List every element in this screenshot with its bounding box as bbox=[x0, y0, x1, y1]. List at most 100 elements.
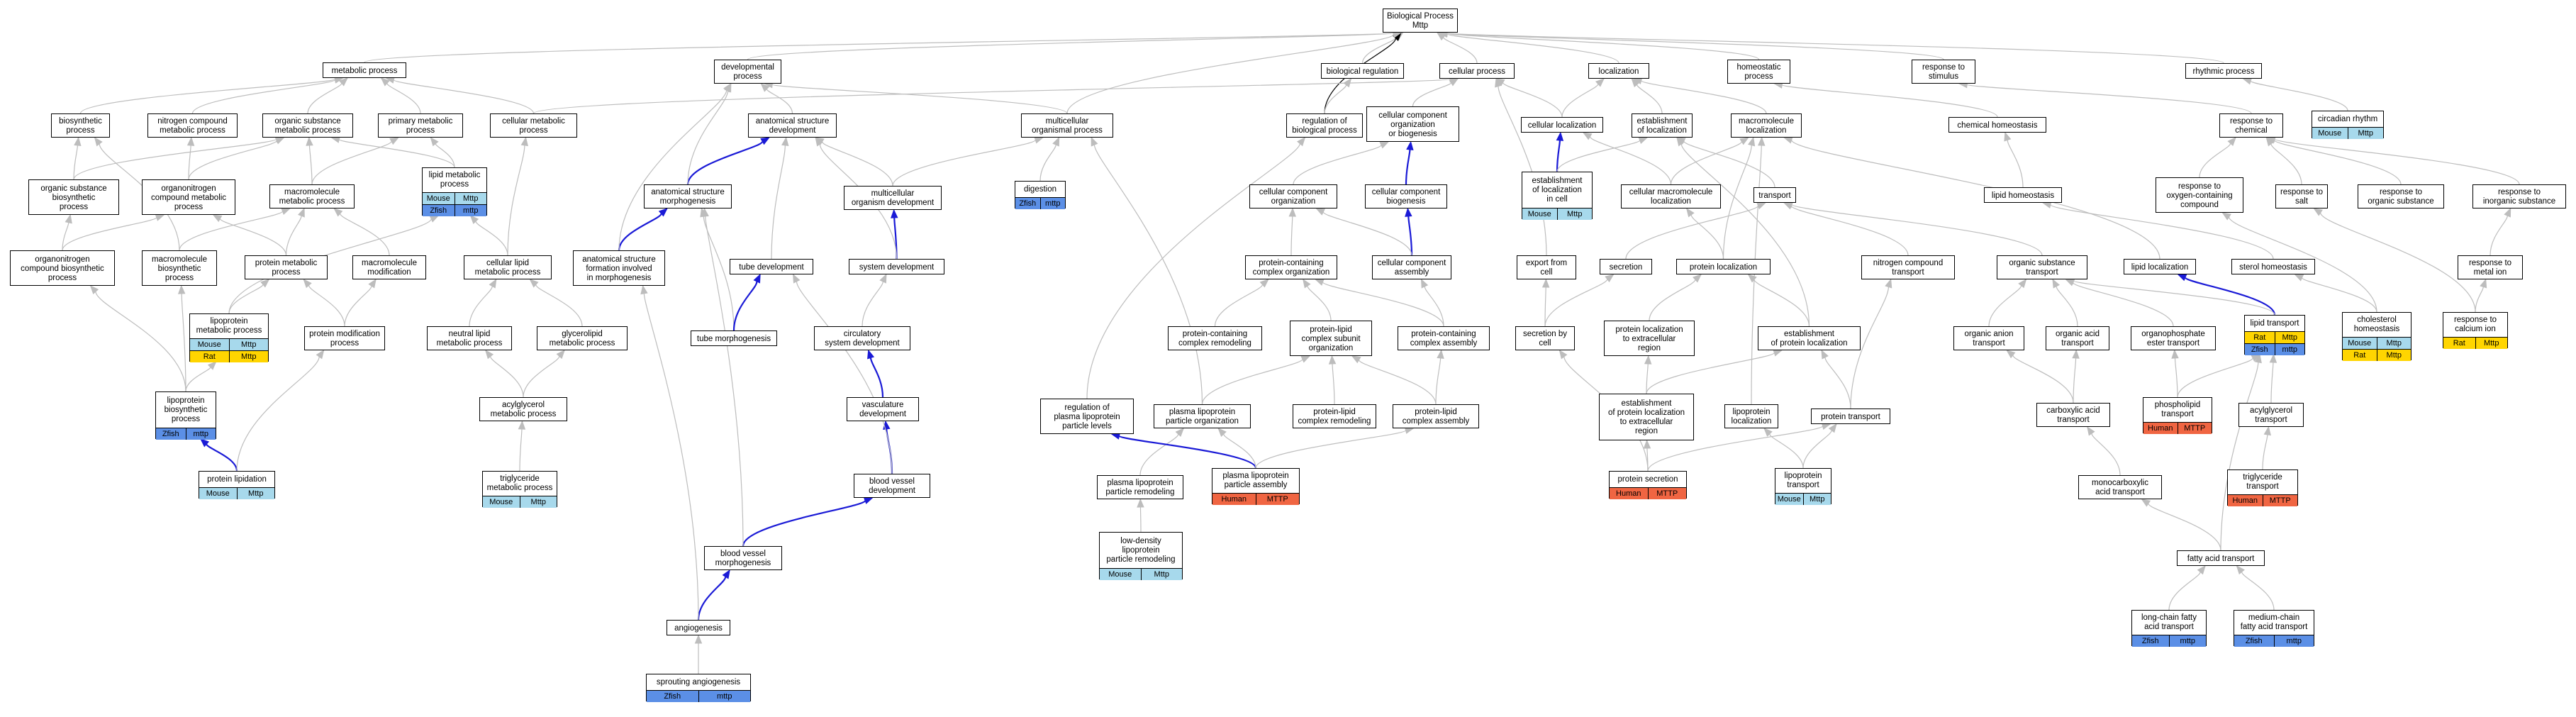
gene-cell: mttp bbox=[2273, 635, 2314, 647]
go-term-label: cellular metabolic process bbox=[502, 117, 565, 135]
go-term-label: cellular process bbox=[1449, 67, 1505, 76]
is-a-edge bbox=[2475, 287, 2484, 313]
edge-arrowhead bbox=[1405, 207, 1412, 217]
is-a-edge bbox=[62, 222, 69, 251]
is-a-edge bbox=[1649, 279, 1696, 321]
is-a-edge bbox=[507, 145, 525, 256]
go-term-ldl: low-density lipoprotein particle remodel… bbox=[1099, 532, 1183, 580]
go-term-metabolic: metabolic process bbox=[323, 62, 406, 78]
go-term-label: protein-lipid complex subunit organizati… bbox=[1301, 325, 1361, 352]
is-a-edge bbox=[732, 281, 758, 331]
edge-arrowhead bbox=[2087, 426, 2095, 436]
edge-arrowhead bbox=[2052, 278, 2061, 289]
go-term-chemhomeo: chemical homeostasis bbox=[1948, 117, 2046, 133]
edge-arrowhead bbox=[1559, 349, 1568, 360]
species-cell: Mouse bbox=[2343, 338, 2377, 349]
go-term-label: acylglycerol metabolic process bbox=[490, 401, 557, 418]
is-a-edge bbox=[2184, 277, 2276, 316]
go-term-pplpr: plasma lipoprotein particle remodeling bbox=[1097, 475, 1183, 499]
edge-arrowhead bbox=[1437, 349, 1444, 359]
go-term-secbycell: secretion by cell bbox=[1515, 326, 1575, 350]
go-term-glycero: glycerolipid metabolic process bbox=[537, 326, 628, 350]
is-a-edge bbox=[2220, 362, 2259, 551]
is-a-edge bbox=[703, 216, 735, 331]
edge-arrowhead bbox=[74, 136, 82, 147]
go-term-label: lipid homeostasis bbox=[1991, 191, 2055, 200]
go-term-ccb: cellular component biogenesis bbox=[1365, 184, 1447, 209]
gene-cell: Mttp bbox=[1802, 494, 1831, 505]
edge-arrowhead bbox=[1175, 428, 1185, 437]
go-term-bioreg: biological regulation bbox=[1321, 63, 1404, 79]
go-term-protloc: protein localization bbox=[1676, 259, 1771, 274]
is-a-edge bbox=[1201, 358, 1303, 405]
edge-arrowhead bbox=[1297, 136, 1306, 147]
go-term-protmetab: protein metabolic process bbox=[245, 255, 328, 279]
is-a-edge bbox=[1405, 149, 1411, 185]
go-term-label: angiogenesis bbox=[674, 623, 723, 633]
go-term-label: triglyceride transport bbox=[2243, 473, 2282, 491]
go-term-label: plasma lipoprotein particle organization bbox=[1166, 408, 1239, 426]
is-a-edge bbox=[2274, 138, 2520, 185]
go-term-label: glycerolipid metabolic process bbox=[549, 330, 615, 348]
go-term-ost: organic substance transport bbox=[1997, 255, 2087, 279]
go-term-acylgly: acylglycerol metabolic process bbox=[479, 397, 567, 421]
go-term-label: developmental process bbox=[721, 63, 774, 81]
is-a-edge bbox=[1988, 285, 2022, 327]
is-a-edge bbox=[95, 291, 186, 392]
go-term-biosynthetic: biosynthetic process bbox=[51, 113, 110, 138]
go-term-label: plasma lipoprotein particle assembly bbox=[1222, 472, 1289, 489]
gene-cell: MTTP bbox=[2177, 423, 2212, 434]
species-cell: Zfish bbox=[2132, 635, 2169, 647]
is-a-edge bbox=[490, 356, 524, 398]
edge-arrowhead bbox=[2313, 208, 2323, 216]
go-term-label: cellular component assembly bbox=[1377, 259, 1446, 277]
go-term-label: sprouting angiogenesis bbox=[656, 677, 741, 687]
go-term-label: organonitrogen compound biosynthetic pro… bbox=[21, 255, 104, 282]
go-term-circsys: circulatory system development bbox=[814, 326, 910, 350]
go-term-tubemorph: tube morphogenesis bbox=[691, 330, 777, 346]
go-term-label: protein-containing complex remodeling bbox=[1178, 330, 1251, 348]
edge-arrowhead bbox=[2141, 499, 2151, 507]
is-a-edge bbox=[1850, 287, 1890, 409]
go-term-label: vasculature development bbox=[859, 401, 906, 418]
is-a-edge bbox=[1966, 84, 2252, 114]
is-a-edge bbox=[2056, 286, 2078, 327]
go-term-label: protein metabolic process bbox=[255, 259, 318, 277]
edge-arrowhead bbox=[1763, 428, 1773, 437]
edge-arrowhead bbox=[2236, 565, 2245, 575]
is-a-edge bbox=[1589, 136, 1672, 185]
is-a-edge bbox=[1443, 37, 1478, 64]
edge-arrowhead bbox=[207, 361, 217, 370]
edge-arrowhead bbox=[2480, 278, 2487, 289]
go-term-label: blood vessel morphogenesis bbox=[715, 550, 771, 567]
edge-arrowhead bbox=[333, 208, 343, 217]
go-term-regbp: regulation of biological process bbox=[1286, 113, 1363, 138]
is-a-edge bbox=[2302, 277, 2377, 313]
edge-arrowhead bbox=[89, 285, 99, 295]
edge-arrowhead bbox=[177, 284, 186, 294]
go-term-label: sterol homeostasis bbox=[2239, 262, 2307, 272]
is-a-edge bbox=[2148, 503, 2221, 551]
edge-arrowhead bbox=[701, 207, 709, 218]
is-a-edge bbox=[308, 145, 313, 185]
edge-arrowhead bbox=[2254, 353, 2262, 364]
go-term-label: response to oxygen-containing compound bbox=[2166, 182, 2233, 209]
go-term-label: circulatory system development bbox=[825, 330, 900, 348]
is-a-edge bbox=[1790, 205, 1909, 256]
species-cell: Mouse bbox=[1100, 569, 1141, 580]
go-term-label: establishment of protein localization to… bbox=[1607, 399, 1685, 435]
go-term-label: protein localization to extracellular re… bbox=[1615, 325, 1683, 352]
species-cell: Zfish bbox=[2234, 635, 2274, 647]
is-a-edge bbox=[618, 90, 727, 251]
is-a-edge bbox=[1751, 145, 1762, 405]
is-a-edge bbox=[1769, 433, 1804, 469]
species-cell: Mouse bbox=[190, 339, 229, 350]
go-term-cellular: cellular process bbox=[1439, 63, 1515, 79]
